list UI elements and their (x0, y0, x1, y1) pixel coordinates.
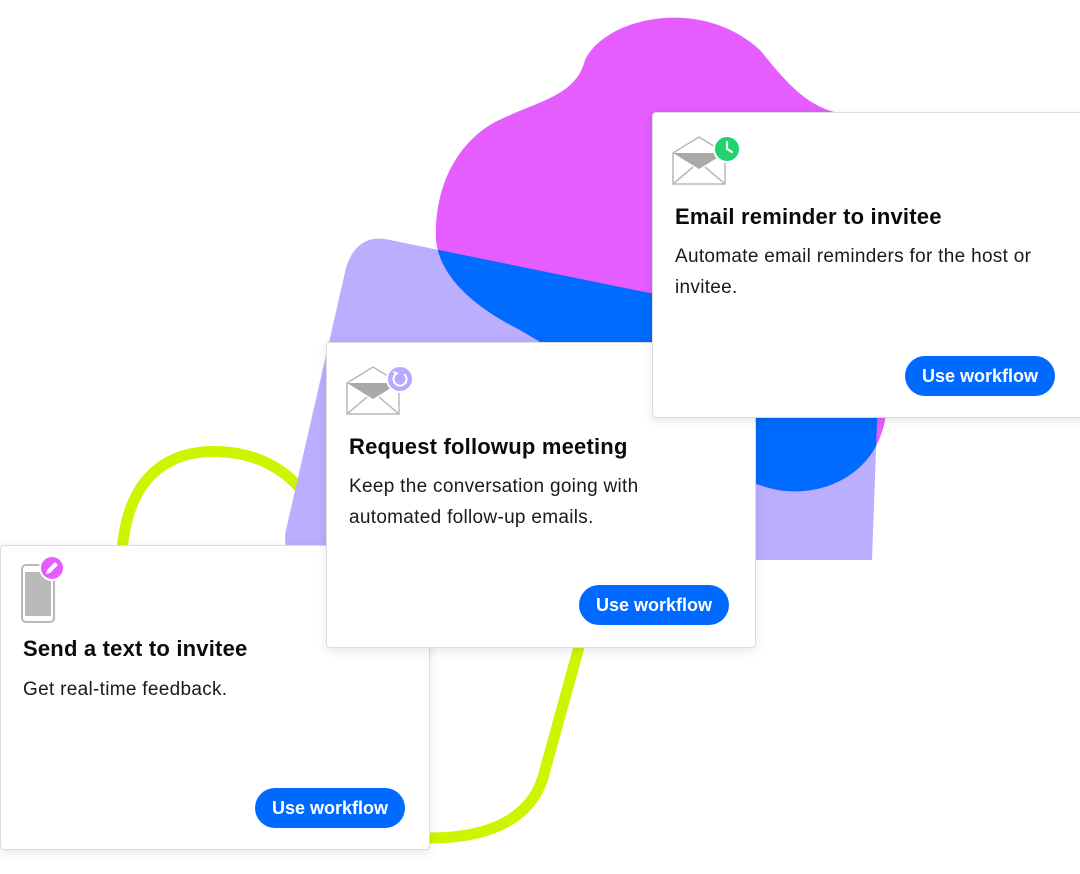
card-title: Email reminder to invitee (675, 204, 942, 229)
card-description: Keep the conversation going with automat… (349, 476, 639, 528)
card-title: Request followup meeting (349, 434, 628, 459)
use-workflow-button[interactable]: Use workflow (905, 356, 1056, 396)
card-title: Send a text to invitee (23, 636, 248, 661)
phone-icon (21, 555, 65, 623)
workflow-card-email-reminder: Email reminder to invitee Automate email… (652, 112, 1080, 418)
lime-curve (116, 446, 599, 844)
envelope-icon (346, 365, 414, 415)
card-description: Automate email reminders for the host or… (675, 246, 1032, 298)
clock-icon (713, 135, 741, 163)
refresh-icon (386, 365, 414, 393)
use-workflow-button[interactable]: Use workflow (255, 788, 406, 828)
card-description: Get real-time feedback. (23, 679, 228, 700)
envelope-icon (672, 135, 741, 185)
workflow-card-send-text: Send a text to invitee Get real-time fee… (0, 545, 430, 850)
pencil-icon (39, 555, 65, 581)
use-workflow-button[interactable]: Use workflow (579, 585, 730, 625)
